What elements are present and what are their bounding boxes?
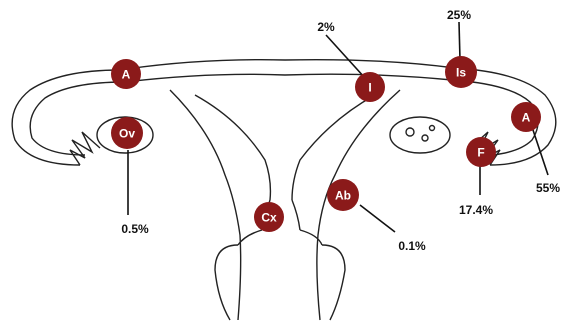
marker-label: Is [456, 66, 466, 80]
canal-right [292, 200, 300, 230]
marker-ovary: Ov [111, 117, 143, 149]
fundus-top [120, 60, 455, 70]
marker-label: Cx [261, 211, 277, 225]
pct-fimbria: 17.4% [459, 203, 493, 217]
cervix-left [238, 230, 262, 245]
marker-label: Ov [119, 127, 135, 141]
pct-interstitial: 2% [317, 20, 335, 34]
marker-label: Ab [335, 189, 351, 203]
leader-abdominal [360, 205, 395, 232]
right-ovary [390, 117, 450, 153]
vagina-left [215, 245, 238, 320]
pct-isthmus: 25% [447, 8, 471, 22]
fundus-inner [125, 74, 452, 82]
follicle [406, 128, 414, 136]
marker-label: I [368, 81, 371, 95]
leader-isthmus [459, 22, 460, 60]
marker-fimbria: F [466, 137, 496, 167]
marker-label: F [477, 146, 484, 160]
uterus-left-wall [170, 90, 241, 320]
uterus-right-wall [317, 90, 400, 320]
vagina-right [322, 245, 345, 320]
marker-interstitial: I [355, 72, 385, 102]
pct-ampulla: 55% [536, 181, 560, 195]
pct-ovary: 0.5% [121, 222, 149, 236]
cavity-left [195, 95, 270, 200]
marker-ampulla-left: A [111, 59, 141, 89]
follicle [422, 135, 428, 141]
marker-ampulla-right: A [511, 102, 541, 132]
follicle [430, 126, 435, 131]
left-tube-outer [12, 70, 120, 165]
marker-label: A [522, 111, 531, 125]
marker-isthmus: Is [445, 56, 477, 88]
marker-label: A [122, 68, 131, 82]
anatomy-outline [12, 60, 556, 320]
marker-abdominal: Ab [327, 179, 359, 211]
left-fimbriae [70, 132, 100, 165]
leader-interstitial [326, 35, 365, 78]
pct-abdominal: 0.1% [398, 239, 426, 253]
marker-cervix: Cx [254, 202, 284, 232]
leader-ampulla [531, 124, 548, 175]
